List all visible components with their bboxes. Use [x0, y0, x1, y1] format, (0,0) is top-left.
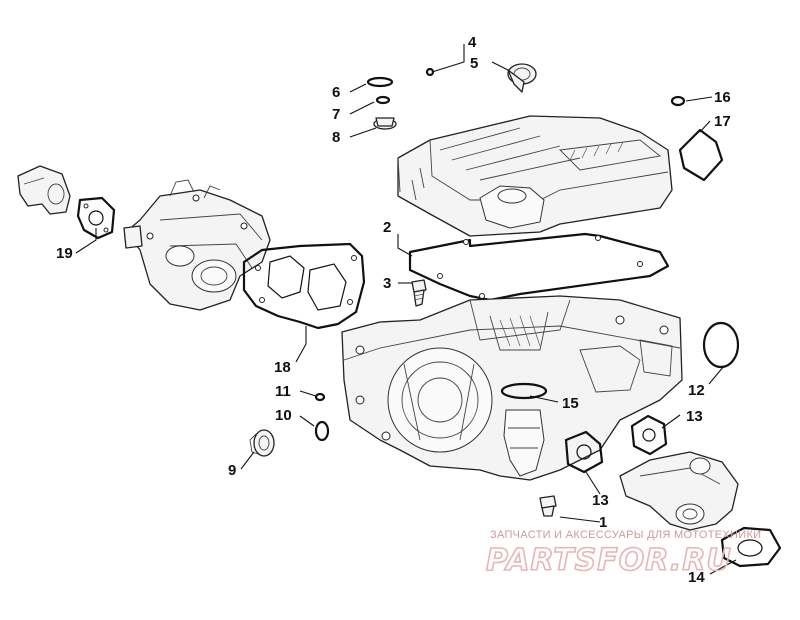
manifold-gasket-18: [242, 242, 366, 330]
gasket-13-lower: [564, 430, 604, 474]
callout-2: 2: [383, 219, 391, 236]
oring-7: [375, 95, 391, 105]
thermostat-gasket-19: [76, 196, 116, 240]
callout-13-upper: 13: [686, 408, 703, 425]
callout-1: 1: [599, 514, 607, 531]
callout-17: 17: [714, 113, 731, 130]
thermostat-housing-left: [17, 165, 71, 215]
oring-15: [500, 382, 548, 400]
callout-8: 8: [332, 129, 340, 146]
callout-12: 12: [688, 382, 705, 399]
fitting-1: [539, 495, 557, 517]
callout-14: 14: [688, 569, 705, 586]
oring-10: [314, 420, 330, 442]
oring-12: [702, 321, 740, 369]
callout-9: 9: [228, 462, 236, 479]
callout-6: 6: [332, 84, 340, 101]
gasket-13-upper: [630, 414, 668, 456]
callout-13-lower: 13: [592, 492, 609, 509]
oring-11: [314, 392, 326, 402]
bolt-3: [411, 279, 427, 307]
watermark: ЗАПЧАСТИ И АКСЕССУАРЫ ДЛЯ МОТОТЕХНИКИ PA…: [485, 529, 761, 579]
callout-11: 11: [275, 383, 291, 400]
intake-manifold: [123, 179, 271, 311]
oring-16: [670, 95, 686, 107]
valve-cover: [397, 115, 673, 237]
callout-7: 7: [332, 106, 340, 123]
thermostat-housing-right: [619, 451, 739, 531]
watermark-logo: PARTSFOR.RU: [486, 543, 732, 578]
cylinder-head: [341, 295, 683, 481]
callout-labels: 1 2 3 4 5 6 7 8 9 10 11 12 13 13 14 15 1…: [56, 34, 731, 586]
valve-cover-gasket: [408, 232, 670, 302]
leader-lines: [75, 44, 737, 575]
watermark-caption: ЗАПЧАСТИ И АКСЕССУАРЫ ДЛЯ МОТОТЕХНИКИ: [490, 529, 761, 541]
callout-3: 3: [383, 275, 391, 292]
callout-4: 4: [468, 34, 477, 51]
sensor-5: [507, 63, 537, 93]
gasket-17: [678, 128, 724, 182]
callout-10: 10: [275, 407, 292, 424]
callout-19: 19: [56, 245, 73, 262]
seal-9: [249, 429, 275, 457]
callout-16: 16: [714, 89, 731, 106]
callout-18: 18: [274, 359, 291, 376]
callout-5: 5: [470, 55, 478, 72]
callout-15: 15: [562, 395, 579, 412]
washer-6: [366, 76, 394, 88]
plug-8: [373, 117, 397, 130]
thermostat-gasket-14: [720, 526, 782, 568]
